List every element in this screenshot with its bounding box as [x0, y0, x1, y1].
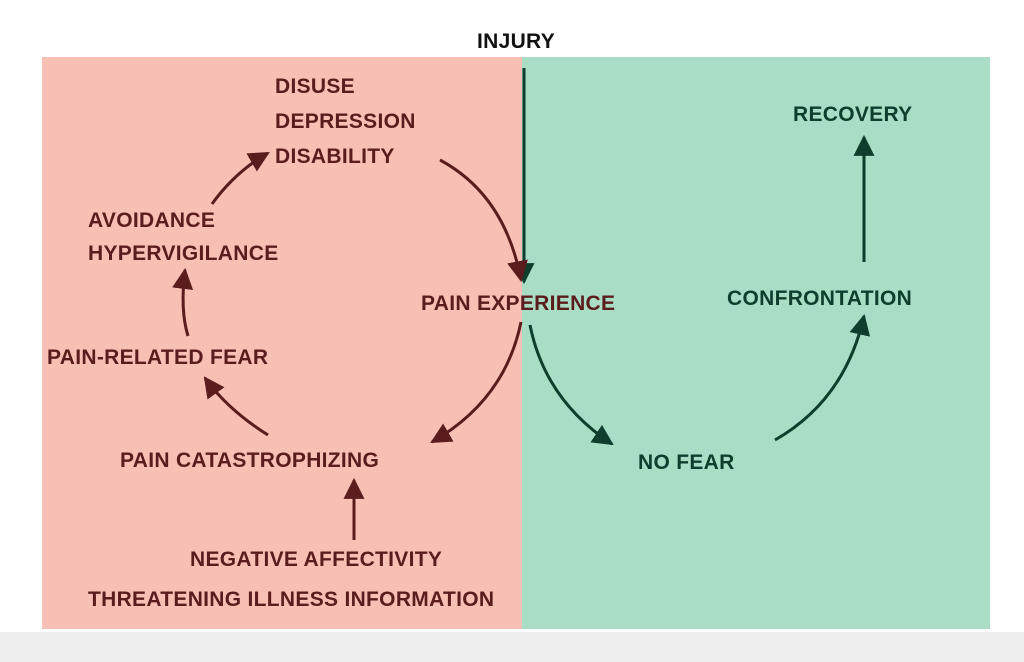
fear-zone-panel	[42, 57, 524, 629]
arrow-pain-to-catastrophizing	[430, 321, 523, 444]
node-no-fear: NO FEAR	[638, 451, 735, 474]
arrow-avoidance-to-disability	[210, 151, 270, 205]
node-recovery: RECOVERY	[793, 103, 913, 126]
arrow-fear-to-avoidance	[172, 267, 194, 337]
node-avoidance: AVOIDANCE	[88, 209, 216, 232]
arrow-catastrophizing-to-fear	[203, 376, 269, 437]
node-confrontation: CONFRONTATION	[727, 287, 913, 310]
arrow-disability-to-pain	[439, 158, 528, 283]
node-disability: DISABILITY	[275, 145, 395, 168]
node-depression: DEPRESSION	[275, 110, 416, 133]
node-pain-catastrophizing: PAIN CATASTROPHIZING	[120, 449, 380, 472]
node-injury: INJURY	[477, 30, 556, 53]
node-pain-related-fear: PAIN-RELATED FEAR	[47, 346, 269, 369]
node-negative-affectivity: NEGATIVE AFFECTIVITY	[190, 548, 443, 571]
arrow-pain-to-no-fear	[528, 324, 614, 446]
arrow-no-fear-to-confrontation	[774, 313, 871, 442]
node-pain-experience: PAIN EXPERIENCE	[421, 292, 616, 315]
node-disuse: DISUSE	[275, 75, 355, 98]
node-hypervigilance: HYPERVIGILANCE	[88, 242, 279, 265]
recovery-zone-panel	[522, 57, 990, 629]
bottom-bar	[0, 632, 1024, 662]
node-threatening-illness-information: THREATENING ILLNESS INFORMATION	[88, 588, 495, 611]
